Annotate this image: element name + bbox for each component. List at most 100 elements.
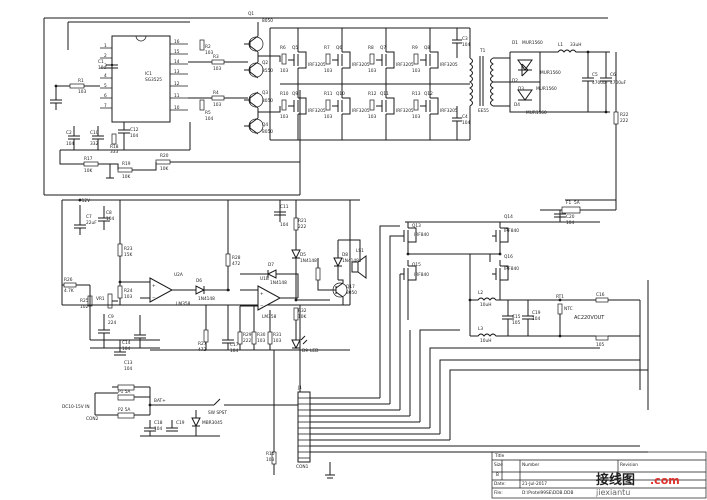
q12-part: IRF3205 bbox=[440, 108, 458, 114]
svg-text:1: 1 bbox=[104, 43, 107, 49]
svg-text:R25: R25 bbox=[80, 298, 89, 304]
svg-text:4.7K: 4.7K bbox=[64, 288, 74, 294]
svg-text:5A: 5A bbox=[574, 200, 580, 206]
svg-text:C5: C5 bbox=[592, 72, 598, 78]
svg-text:103: 103 bbox=[78, 89, 86, 95]
svg-text:5: 5 bbox=[104, 83, 107, 89]
svg-text:−: − bbox=[152, 296, 156, 301]
r9-ref: R9 bbox=[412, 45, 418, 51]
svg-text:LM358: LM358 bbox=[176, 301, 191, 307]
svg-text:Title: Title bbox=[494, 453, 505, 459]
svg-text:104: 104 bbox=[566, 220, 574, 226]
r10-ref: R10 bbox=[280, 91, 289, 97]
svg-text:224: 224 bbox=[108, 320, 116, 326]
svg-text:15K: 15K bbox=[124, 252, 132, 258]
svg-text:D3: D3 bbox=[518, 86, 524, 92]
svg-text:C20: C20 bbox=[566, 214, 575, 220]
svg-text:C2: C2 bbox=[66, 130, 72, 136]
svg-text:10K: 10K bbox=[160, 166, 168, 172]
svg-text:104: 104 bbox=[462, 42, 470, 48]
svg-text:104: 104 bbox=[230, 348, 238, 354]
svg-text:C16: C16 bbox=[596, 292, 605, 298]
svg-text:1N4148: 1N4148 bbox=[270, 280, 287, 286]
svg-text:Q16: Q16 bbox=[504, 254, 513, 260]
svg-text:104: 104 bbox=[130, 133, 138, 139]
svg-text:BAT+: BAT+ bbox=[154, 398, 166, 404]
svg-text:C15: C15 bbox=[512, 314, 521, 320]
svg-text:12: 12 bbox=[174, 81, 180, 87]
svg-text:R2: R2 bbox=[205, 44, 211, 50]
q17-buzzer-driver bbox=[330, 279, 348, 305]
svg-text:Q4: Q4 bbox=[262, 122, 268, 128]
svg-text:B: B bbox=[496, 472, 499, 478]
svg-text:C9: C9 bbox=[108, 314, 114, 320]
svg-text:RT1: RT1 bbox=[556, 294, 564, 300]
connector-j1 bbox=[297, 391, 311, 463]
svg-text:10K: 10K bbox=[84, 168, 92, 174]
svg-text:Q13: Q13 bbox=[412, 223, 421, 229]
svg-text:3: 3 bbox=[104, 63, 107, 69]
svg-text:R32: R32 bbox=[298, 308, 307, 314]
r10-val: 103 bbox=[280, 114, 288, 120]
svg-text:8050: 8050 bbox=[346, 290, 357, 296]
svg-text:D8: D8 bbox=[342, 252, 348, 258]
svg-text:T1: T1 bbox=[479, 48, 486, 54]
svg-text:Date:: Date: bbox=[494, 481, 506, 487]
svg-text:21-Jul-2017: 21-Jul-2017 bbox=[522, 481, 547, 487]
svg-text:C7: C7 bbox=[86, 214, 92, 220]
svg-text:R31: R31 bbox=[273, 332, 282, 338]
svg-text:D4: D4 bbox=[514, 102, 520, 108]
svg-text:CON2: CON2 bbox=[86, 416, 99, 422]
svg-text:R19: R19 bbox=[122, 161, 131, 167]
svg-text:Number: Number bbox=[522, 462, 539, 468]
ic1-part: SG3525 bbox=[145, 77, 162, 83]
q7-part: IRF3205 bbox=[396, 62, 414, 68]
svg-text:U1B: U1B bbox=[260, 276, 269, 282]
r11-val: 103 bbox=[324, 114, 332, 120]
svg-text:D9: D9 bbox=[302, 348, 308, 354]
svg-text:6: 6 bbox=[104, 93, 107, 99]
r6-val: 103 bbox=[280, 68, 288, 74]
svg-text:D6: D6 bbox=[196, 278, 202, 284]
svg-text:R22: R22 bbox=[620, 112, 629, 118]
svg-text:IRF840: IRF840 bbox=[504, 266, 519, 272]
svg-text:LM358: LM358 bbox=[262, 314, 277, 320]
svg-text:MBR3045: MBR3045 bbox=[202, 420, 223, 426]
svg-text:10K: 10K bbox=[298, 314, 306, 320]
svg-text:.com: .com bbox=[650, 474, 680, 487]
svg-text:R18: R18 bbox=[110, 144, 119, 150]
title-block bbox=[491, 451, 707, 499]
gate-resistor-r11: R11 103 bbox=[324, 91, 333, 120]
svg-text:222: 222 bbox=[243, 338, 251, 344]
svg-text:R1: R1 bbox=[78, 78, 84, 84]
svg-text:1N4148: 1N4148 bbox=[300, 258, 317, 264]
svg-text:4: 4 bbox=[104, 73, 107, 79]
svg-text:接线图: 接线图 bbox=[596, 472, 635, 488]
svg-text:IRF840: IRF840 bbox=[414, 232, 429, 238]
svg-text:Q2: Q2 bbox=[262, 60, 268, 66]
svg-text:104: 104 bbox=[205, 116, 213, 122]
svg-text:+: + bbox=[152, 283, 156, 289]
svg-text:SW SPST: SW SPST bbox=[208, 410, 227, 416]
svg-text:L1: L1 bbox=[558, 42, 563, 48]
watermark: 接线图 .com jiexiantu bbox=[595, 472, 680, 497]
svg-text:10uH: 10uH bbox=[480, 338, 491, 344]
svg-text:15: 15 bbox=[174, 49, 180, 55]
svg-text:Q3: Q3 bbox=[262, 90, 268, 96]
svg-text:103: 103 bbox=[273, 338, 281, 344]
r11-ref: R11 bbox=[324, 91, 333, 97]
svg-text:R28: R28 bbox=[232, 255, 241, 261]
svg-text:14: 14 bbox=[174, 59, 180, 65]
r7-ref: R7 bbox=[324, 45, 330, 51]
svg-text:332: 332 bbox=[90, 141, 98, 147]
svg-text:103: 103 bbox=[213, 66, 221, 72]
q10-part: IRF3205 bbox=[352, 108, 370, 114]
q9-ref: Q9 bbox=[292, 91, 298, 97]
svg-text:103: 103 bbox=[266, 457, 274, 463]
hbridge-right-leg bbox=[492, 222, 509, 300]
ic1-ref: IC1 bbox=[145, 71, 152, 77]
svg-text:Revision: Revision bbox=[620, 462, 638, 468]
svg-text:C18: C18 bbox=[154, 420, 163, 426]
